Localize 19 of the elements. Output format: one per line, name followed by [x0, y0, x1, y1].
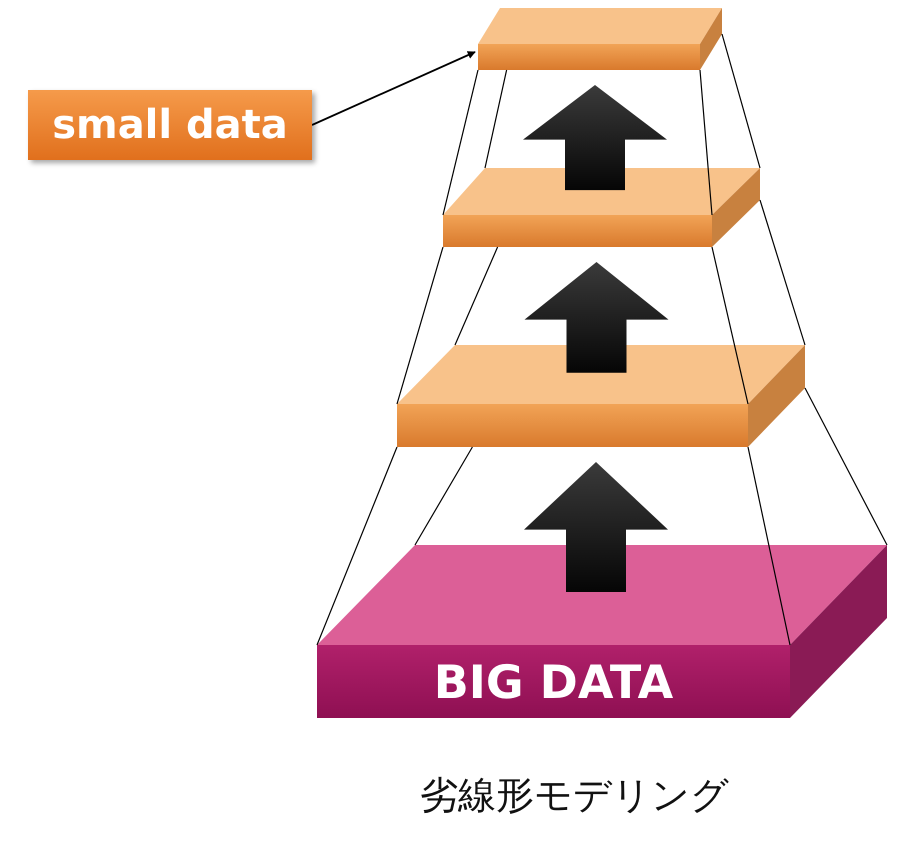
connector-line [396, 246, 444, 404]
connector-line [721, 34, 761, 168]
connector-line [442, 70, 479, 216]
slab-label: BIG DATA [432, 654, 674, 710]
connector-line [759, 200, 806, 346]
connector-line [414, 446, 473, 546]
arrow [312, 51, 476, 126]
connector-line [316, 446, 398, 646]
label-box: small data [28, 90, 312, 160]
connector-line [699, 70, 713, 216]
connector-line [484, 70, 508, 168]
block-arrow [523, 85, 667, 190]
caption: 劣線形モデリング [420, 772, 729, 819]
connector-line [454, 246, 498, 346]
block-arrow [524, 462, 668, 592]
connector-line [804, 388, 888, 546]
connector-line [747, 446, 791, 646]
block-arrow [524, 262, 668, 373]
connector-line [711, 246, 749, 404]
